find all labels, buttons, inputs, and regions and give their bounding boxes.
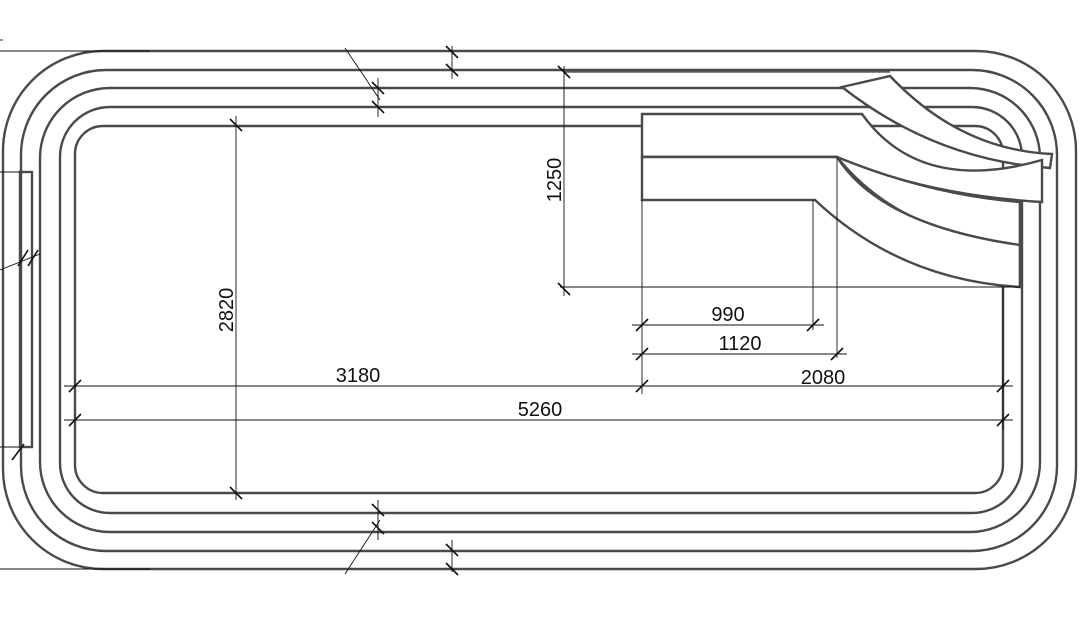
outer-ring-3 — [38, 86, 1042, 534]
label-990: 990 — [711, 304, 744, 326]
outer-ring-2 — [19, 68, 1059, 553]
dimension-3180-2080 — [64, 287, 1013, 430]
outer-ring-1 — [1, 49, 1078, 571]
label-2080: 2080 — [801, 367, 846, 389]
label-5260: 5260 — [518, 399, 563, 421]
dimension-1250 — [557, 65, 1020, 296]
dimension-990 — [632, 200, 824, 394]
dimension-1120 — [632, 157, 847, 361]
outer-ring-4 — [58, 105, 1024, 515]
ring-offset-dimensions — [0, 45, 459, 576]
label-2820: 2820 — [216, 288, 238, 333]
dimension-2820 — [229, 116, 243, 500]
label-1120: 1120 — [718, 333, 761, 355]
pool-outline-rings — [1, 49, 1078, 571]
label-1250: 1250 — [544, 158, 566, 203]
label-3180: 3180 — [336, 365, 381, 387]
dimension-5260 — [64, 413, 1013, 427]
side-niche — [0, 39, 41, 461]
